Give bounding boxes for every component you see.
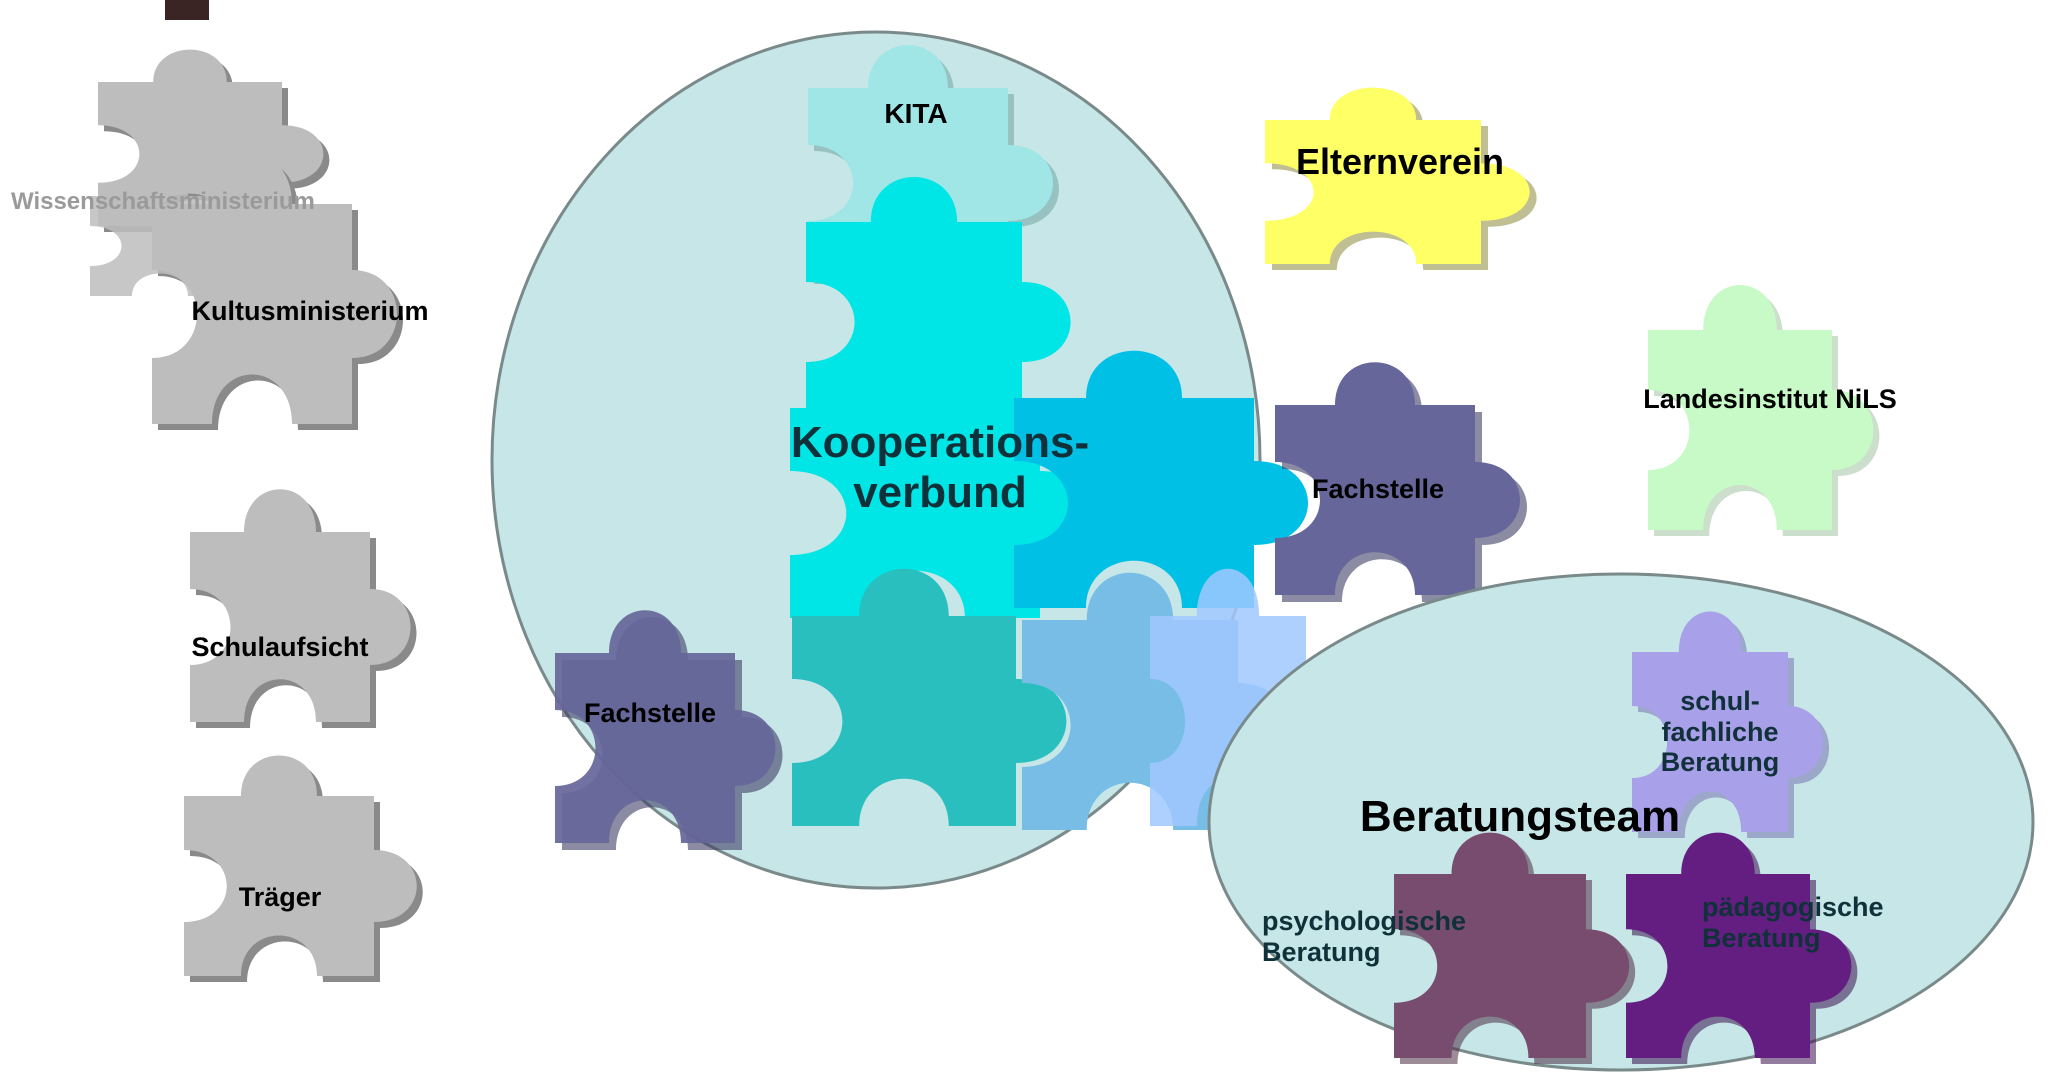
- label-schulfachliche-line1: schul-: [1680, 686, 1760, 716]
- label-schulfachliche-line3: Beratung: [1660, 747, 1780, 777]
- label-kooperationsverbund: Kooperations- verbund: [730, 418, 1150, 517]
- label-schulfachliche-beratung: schul- fachliche Beratung: [1620, 686, 1820, 778]
- piece-schulaufsicht: [190, 489, 417, 728]
- label-landesinstitut: Landesinstitut NiLS: [1643, 384, 1897, 414]
- label-fachstelle-left: Fachstelle: [583, 698, 717, 728]
- label-traeger: Träger: [238, 882, 322, 912]
- corner-block: [165, 0, 209, 20]
- label-wissenschaftsministerium: Wissenschaftsministerium: [11, 188, 315, 215]
- label-kooperationsverbund-line1: Kooperations-: [790, 418, 1090, 467]
- label-kultusministerium: Kultusministerium: [191, 296, 429, 326]
- label-elternverein: Elternverein: [1295, 141, 1505, 182]
- label-kooperationsverbund-line2: verbund: [853, 467, 1027, 517]
- label-kita: KITA: [884, 98, 948, 129]
- label-psychologische-line2: Beratung: [1262, 936, 1381, 967]
- label-paedagogische-line2: Beratung: [1702, 922, 1821, 953]
- label-psychologische-beratung: psychologische Beratung: [1262, 906, 1466, 967]
- label-paedagogische-line1: pädagogische: [1702, 892, 1884, 922]
- label-schulaufsicht: Schulaufsicht: [191, 632, 369, 662]
- label-fachstelle-right: Fachstelle: [1311, 474, 1445, 504]
- label-psychologische-line1: psychologische: [1262, 906, 1467, 936]
- label-schulfachliche-line2: fachliche: [1661, 716, 1779, 747]
- label-paedagogische-beratung: pädagogische Beratung: [1702, 892, 1884, 953]
- label-beratungsteam: Beratungsteam: [1359, 792, 1681, 841]
- piece-traeger: [184, 755, 423, 982]
